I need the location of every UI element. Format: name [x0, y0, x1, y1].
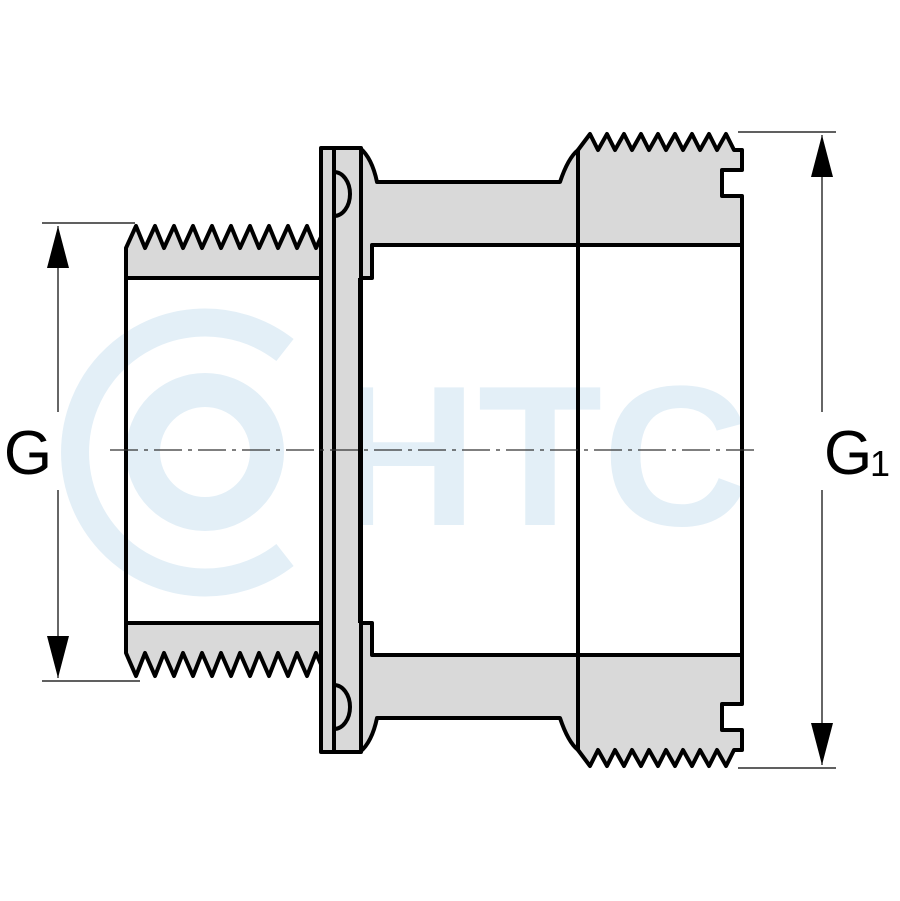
nut-thread-top — [576, 132, 744, 247]
label-knockout-right — [808, 412, 900, 490]
body-upper-section — [358, 146, 580, 280]
htc-watermark: HTC — [61, 308, 750, 597]
nut-thread-bottom — [576, 653, 744, 768]
watermark-text: HTC — [330, 345, 750, 568]
arrow-down-icon — [811, 723, 833, 765]
dimension-label-g1: G — [824, 419, 872, 488]
male-thread-bottom — [124, 621, 336, 678]
male-thread-top — [124, 224, 336, 280]
label-knockout-left — [0, 412, 60, 490]
dimension-g1-right: G 1 — [738, 131, 900, 769]
arrow-up-icon — [811, 135, 833, 177]
seal-ring-top — [333, 170, 352, 218]
arrow-down-icon — [47, 636, 69, 678]
dimension-label-g: G — [4, 419, 52, 488]
body-lower-section — [358, 621, 580, 754]
seal-ring-bottom — [333, 683, 352, 731]
dimension-g-left: G — [0, 222, 140, 682]
watermark-logo-icon — [61, 308, 294, 597]
arrow-up-icon — [47, 226, 69, 268]
dimension-label-g1-subscript: 1 — [870, 443, 890, 484]
